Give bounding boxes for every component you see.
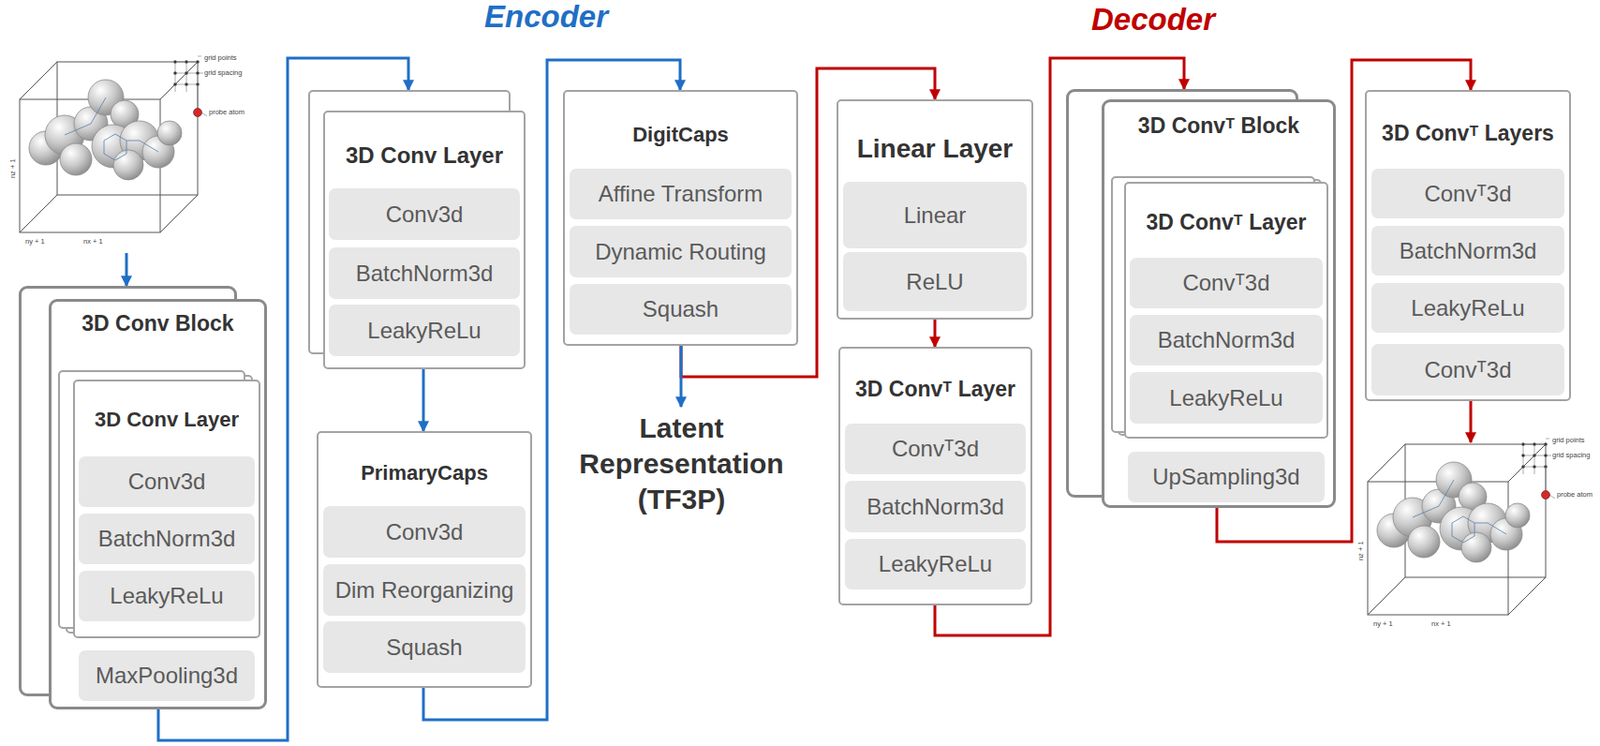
operation-box: Convᵀ3d bbox=[1371, 168, 1565, 219]
operation-box: Conv3d bbox=[323, 505, 526, 558]
cube-annotation: probe atom bbox=[1556, 490, 1593, 499]
operation-name: LeakyReLu bbox=[367, 317, 481, 344]
layer-title: 3D Conv Layer bbox=[325, 142, 524, 170]
operation-box: Convᵀ3d bbox=[1129, 257, 1323, 309]
operation-name: LeakyReLu bbox=[1410, 295, 1525, 322]
operation-name: Convᵀ3d bbox=[1423, 180, 1512, 208]
cube-annotation: ny + 1 bbox=[1373, 620, 1393, 628]
operation-box: Convᵀ3d bbox=[844, 423, 1026, 475]
cube-annotation: nz + 1 bbox=[9, 158, 17, 178]
operation-name: ReLU bbox=[905, 268, 963, 296]
operation-name: BatchNorm3d bbox=[866, 493, 1005, 520]
cube-annotation: grid points bbox=[204, 54, 238, 62]
layer-title: 3D Convᵀ Layer bbox=[1125, 209, 1327, 237]
operation-box: LeakyReLu bbox=[328, 304, 520, 356]
operation-box: UpSampling3d bbox=[1127, 451, 1325, 503]
cube-annotation: grid points bbox=[1552, 436, 1586, 445]
section-heading: Encoder bbox=[484, 0, 608, 35]
operation-box: BatchNorm3d bbox=[1129, 314, 1323, 366]
operation-box: Dim Reorganizing bbox=[323, 563, 526, 616]
layer-box: 3D Convᵀ LayersConvᵀ3dBatchNorm3dLeakyRe… bbox=[1364, 89, 1571, 401]
cube-annotation: grid spacing bbox=[204, 69, 242, 77]
operation-box: Affine Transform bbox=[569, 168, 792, 220]
flow-arrow bbox=[422, 369, 426, 431]
block-box: 3D Convᵀ Block 3D Convᵀ LayerConvᵀ3dBatch… bbox=[1101, 99, 1336, 508]
grid-cube: grid points grid spacing probe atom nx + 1 n… bbox=[10, 54, 250, 253]
operation-box: BatchNorm3d bbox=[1371, 225, 1565, 276]
layer-title: DigitCaps bbox=[564, 122, 797, 148]
operation-box: LeakyReLu bbox=[844, 538, 1026, 590]
operation-name: LeakyReLu bbox=[878, 550, 993, 578]
block-title: 3D Conv Block bbox=[51, 311, 265, 338]
operation-box: LeakyReLu bbox=[1371, 282, 1565, 333]
cube-annotation: nz + 1 bbox=[1357, 540, 1365, 561]
layer-box: 3D Conv LayerConv3dBatchNorm3dLeakyReLu bbox=[73, 379, 261, 638]
operation-name: LeakyReLu bbox=[1169, 385, 1283, 412]
flow-arrow bbox=[125, 252, 129, 286]
cube-annotation: grid spacing bbox=[1552, 451, 1590, 460]
operation-name: UpSampling3d bbox=[1152, 463, 1300, 490]
operation-name: Convᵀ3d bbox=[1423, 356, 1512, 384]
layer-box: 3D Convᵀ LayerConvᵀ3dBatchNorm3dLeakyReL… bbox=[838, 346, 1033, 606]
operation-box: BatchNorm3d bbox=[328, 247, 520, 299]
operation-box: BatchNorm3d bbox=[844, 480, 1026, 533]
operation-box: Convᵀ3d bbox=[1371, 343, 1565, 396]
operation-name: LeakyReLu bbox=[109, 582, 223, 609]
operation-box: LeakyReLu bbox=[1129, 371, 1323, 424]
layer-box: 3D Convᵀ LayerConvᵀ3dBatchNorm3dLeakyReL… bbox=[1124, 181, 1329, 439]
flow-arrow bbox=[1469, 400, 1473, 443]
operation-name: Squash bbox=[642, 296, 719, 323]
operation-name: Convᵀ3d bbox=[891, 435, 979, 462]
layer-title: 3D Conv Layer bbox=[74, 407, 259, 432]
layer-title: PrimaryCaps bbox=[318, 460, 531, 486]
operation-name: BatchNorm3d bbox=[355, 260, 494, 287]
operation-name: Conv3d bbox=[128, 468, 207, 495]
operation-name: BatchNorm3d bbox=[1399, 237, 1538, 265]
operation-name: BatchNorm3d bbox=[1157, 326, 1296, 354]
block-title: 3D Convᵀ Block bbox=[1104, 113, 1334, 140]
layer-box: PrimaryCapsConv3dDim ReorganizingSquash bbox=[316, 430, 533, 688]
cube-annotation: ny + 1 bbox=[25, 237, 45, 246]
layer-title: 3D Convᵀ Layer bbox=[840, 376, 1031, 403]
layer-title: Linear Layer bbox=[838, 133, 1032, 165]
operation-box: MaxPooling3d bbox=[78, 650, 255, 701]
operation-box: ReLU bbox=[843, 251, 1027, 312]
operation-name: BatchNorm3d bbox=[98, 525, 237, 552]
cube-annotation: nx + 1 bbox=[83, 237, 104, 246]
layer-box: DigitCapsAffine TransformDynamic Routing… bbox=[562, 89, 799, 346]
flow-arrow bbox=[933, 319, 937, 347]
latent-text: Latent Representation (TF3P) bbox=[562, 410, 801, 518]
input-grid-cube bbox=[19, 56, 208, 233]
operation-name: Conv3d bbox=[385, 518, 464, 546]
operation-name: Convᵀ3d bbox=[1182, 269, 1270, 297]
operation-name: Dynamic Routing bbox=[594, 238, 767, 266]
operation-box: BatchNorm3d bbox=[78, 513, 255, 564]
latent-label: Latent Representation (TF3P) bbox=[562, 410, 801, 525]
block-box: 3D Conv Block 3D Conv LayerConv3dBatchNor… bbox=[48, 298, 267, 710]
operation-name: Affine Transform bbox=[598, 180, 764, 208]
operation-box: Squash bbox=[323, 621, 526, 673]
layer-box: Linear LayerLinearReLU bbox=[836, 99, 1034, 320]
operation-name: Dim Reorganizing bbox=[335, 577, 515, 604]
cube-annotation: nx + 1 bbox=[1431, 620, 1452, 628]
operation-box: LeakyReLu bbox=[78, 570, 255, 622]
operation-name: Squash bbox=[385, 634, 462, 661]
operation-box: Conv3d bbox=[328, 188, 520, 240]
layer-box: 3D Conv LayerConv3dBatchNorm3dLeakyReLu bbox=[323, 110, 526, 370]
layer-title: 3D Convᵀ Layers bbox=[1366, 120, 1570, 148]
flow-arrow bbox=[680, 345, 683, 407]
operation-box: Conv3d bbox=[78, 456, 255, 507]
grid-cube: grid points grid spacing probe atom nx + 1 n… bbox=[1358, 436, 1598, 636]
cube-annotation: probe atom bbox=[208, 108, 245, 117]
output-grid-cube bbox=[1367, 438, 1556, 615]
operation-box: Dynamic Routing bbox=[569, 225, 792, 278]
operation-name: Conv3d bbox=[385, 201, 464, 228]
operation-name: Linear bbox=[903, 202, 967, 229]
operation-name: MaxPooling3d bbox=[95, 662, 238, 689]
operation-box: Linear bbox=[843, 181, 1027, 249]
section-heading: Decoder bbox=[1091, 1, 1215, 38]
operation-box: Squash bbox=[569, 283, 792, 335]
